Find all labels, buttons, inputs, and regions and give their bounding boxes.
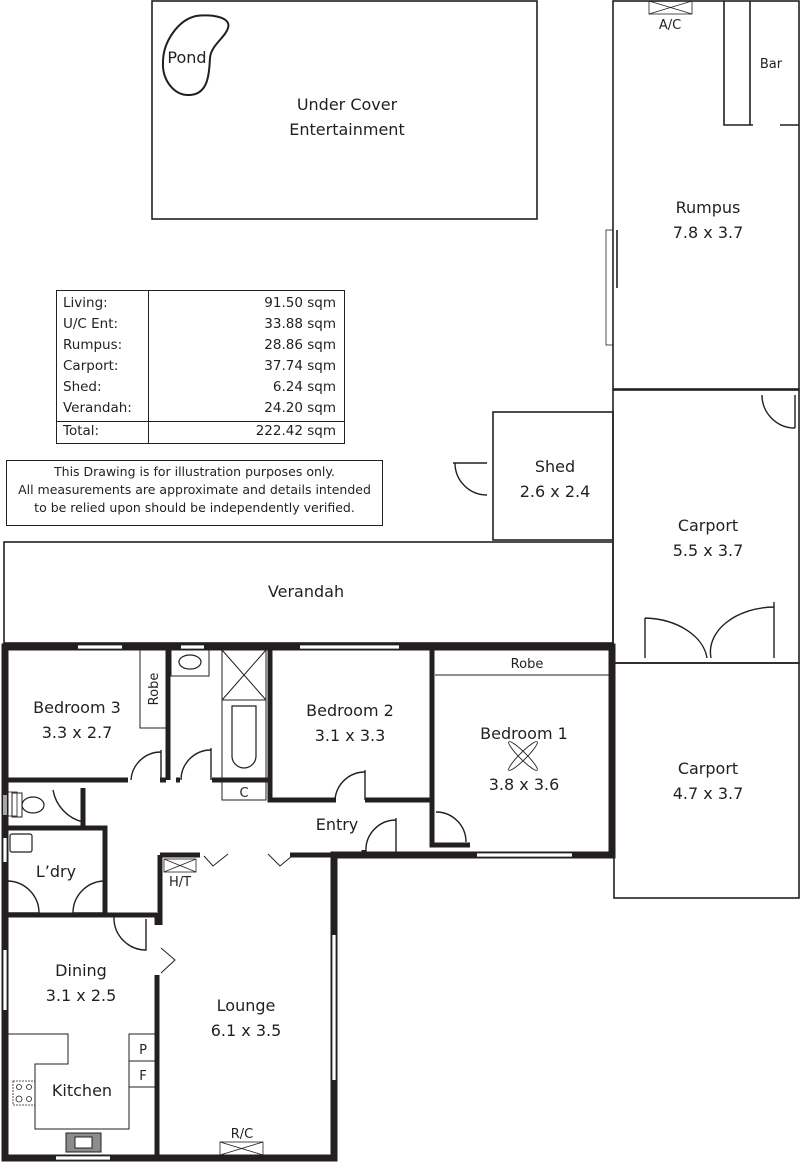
toilet-icon: [21, 796, 45, 814]
lounge-size: 6.1 x 3.5: [211, 1021, 282, 1040]
area-value: 33.88 sqm: [264, 316, 336, 332]
bedroom1-size: 3.8 x 3.6: [489, 775, 560, 794]
total-label: Total:: [63, 423, 100, 439]
dining-lounge-doorway: [160, 947, 176, 974]
bedroom2-size: 3.1 x 3.3: [315, 726, 386, 745]
disclaimer-line: All measurements are approximate and det…: [18, 482, 371, 497]
bedroom2-name: Bedroom 2: [306, 701, 394, 720]
carport-2: [613, 662, 800, 899]
area-total-row: Total: 222.42 sqm: [57, 421, 344, 442]
bedroom3-size: 3.3 x 2.7: [42, 723, 113, 742]
carport-double-doors: [644, 602, 775, 659]
bedroom3-robe-label: Robe: [147, 673, 162, 706]
reverse-cycle-unit-icon: [219, 1141, 264, 1156]
verandah-area: [3, 541, 614, 644]
dining-door: [113, 916, 147, 951]
area-table: Living: 91.50 sqm U/C Ent: 33.88 sqm Rum…: [56, 290, 345, 444]
disclaimer-box: This Drawing is for illustration purpose…: [6, 460, 383, 526]
area-label: Rumpus:: [63, 337, 123, 353]
laundry-door-left: [6, 880, 40, 914]
area-label: Shed:: [63, 379, 102, 395]
ac-label: A/C: [659, 18, 681, 33]
area-value: 37.74 sqm: [264, 358, 336, 374]
dining-size: 3.1 x 2.5: [46, 986, 117, 1005]
under-cover-area: [151, 0, 538, 220]
bedroom3-door: [130, 750, 162, 781]
total-value: 222.42 sqm: [255, 423, 336, 439]
area-label: Living:: [63, 295, 108, 311]
area-value: 91.50 sqm: [264, 295, 336, 311]
area-value: 24.20 sqm: [264, 400, 336, 416]
total-divider: [57, 421, 344, 422]
area-table-divider: [148, 291, 149, 443]
fridge-label: F: [139, 1069, 146, 1084]
bedroom2-door: [334, 770, 366, 801]
bathtub-icon: [231, 705, 257, 769]
area-label: U/C Ent:: [63, 316, 119, 332]
shed-size: 2.6 x 2.4: [520, 482, 591, 501]
lounge-name: Lounge: [217, 996, 276, 1015]
rumpus-name: Rumpus: [676, 198, 741, 217]
disclaimer-line: This Drawing is for illustration purpose…: [54, 464, 335, 479]
under-cover-label-2: Entertainment: [289, 120, 404, 139]
laundry-trough-icon: [9, 833, 33, 853]
bar-label: Bar: [760, 57, 783, 72]
disclaimer-line: to be relied upon should be independentl…: [34, 500, 355, 515]
area-row: Shed: 6.24 sqm: [57, 377, 344, 398]
bedroom3-name: Bedroom 3: [33, 698, 121, 717]
area-value: 6.24 sqm: [272, 379, 336, 395]
area-row: U/C Ent: 33.88 sqm: [57, 314, 344, 335]
area-label: Carport:: [63, 358, 119, 374]
ac-unit-icon: [648, 0, 693, 15]
shed-door: [453, 462, 488, 496]
area-row: Verandah: 24.20 sqm: [57, 398, 344, 419]
bar-counter: [723, 1, 753, 126]
reverse-cycle-label: R/C: [231, 1127, 254, 1142]
rumpus-size: 7.8 x 3.7: [673, 223, 744, 242]
bathroom-door: [180, 748, 212, 781]
bedroom1-robe-label: Robe: [511, 657, 544, 672]
pond-label: Pond: [167, 48, 206, 67]
cooktop-icon: [12, 1080, 36, 1106]
rumpus-room: [612, 0, 800, 390]
bath-cupboard: [221, 779, 267, 801]
area-value: 28.86 sqm: [264, 337, 336, 353]
rumpus-sliding-door: [605, 229, 614, 346]
vanity: [170, 649, 210, 677]
wc-door: [52, 789, 84, 823]
front-door: [365, 818, 397, 853]
area-row: Rumpus: 28.86 sqm: [57, 335, 344, 356]
under-cover-label-1: Under Cover: [297, 95, 398, 114]
basin-icon: [178, 654, 202, 670]
carport2-name: Carport: [678, 759, 738, 778]
carport2-size: 4.7 x 3.7: [673, 784, 744, 803]
bath-cupboard-label: C: [239, 786, 248, 801]
area-row: Carport: 37.74 sqm: [57, 356, 344, 377]
area-label: Verandah:: [63, 400, 132, 416]
laundry-label: L’dry: [36, 862, 76, 881]
kitchen-label: Kitchen: [52, 1081, 112, 1100]
area-row: Living: 91.50 sqm: [57, 293, 344, 314]
bedroom1-name: Bedroom 1: [480, 724, 568, 743]
entry-label: Entry: [316, 815, 359, 834]
bedroom3-robe: [139, 649, 167, 729]
bedroom1-door: [435, 811, 467, 846]
carport1-name: Carport: [678, 516, 738, 535]
laundry-door-right: [72, 880, 106, 914]
carport-door: [761, 394, 796, 429]
hot-water-unit-icon: [163, 858, 197, 873]
lounge-doorway: [203, 853, 293, 867]
ceiling-fan-icon: [508, 741, 538, 771]
carport1-size: 5.5 x 3.7: [673, 541, 744, 560]
dining-name: Dining: [55, 961, 107, 980]
shed-name: Shed: [535, 457, 575, 476]
shed-room: [492, 411, 614, 541]
pond-outline: [161, 14, 230, 97]
hot-water-label: H/T: [169, 875, 191, 890]
verandah-name: Verandah: [268, 582, 344, 601]
pantry-label: P: [139, 1043, 147, 1058]
